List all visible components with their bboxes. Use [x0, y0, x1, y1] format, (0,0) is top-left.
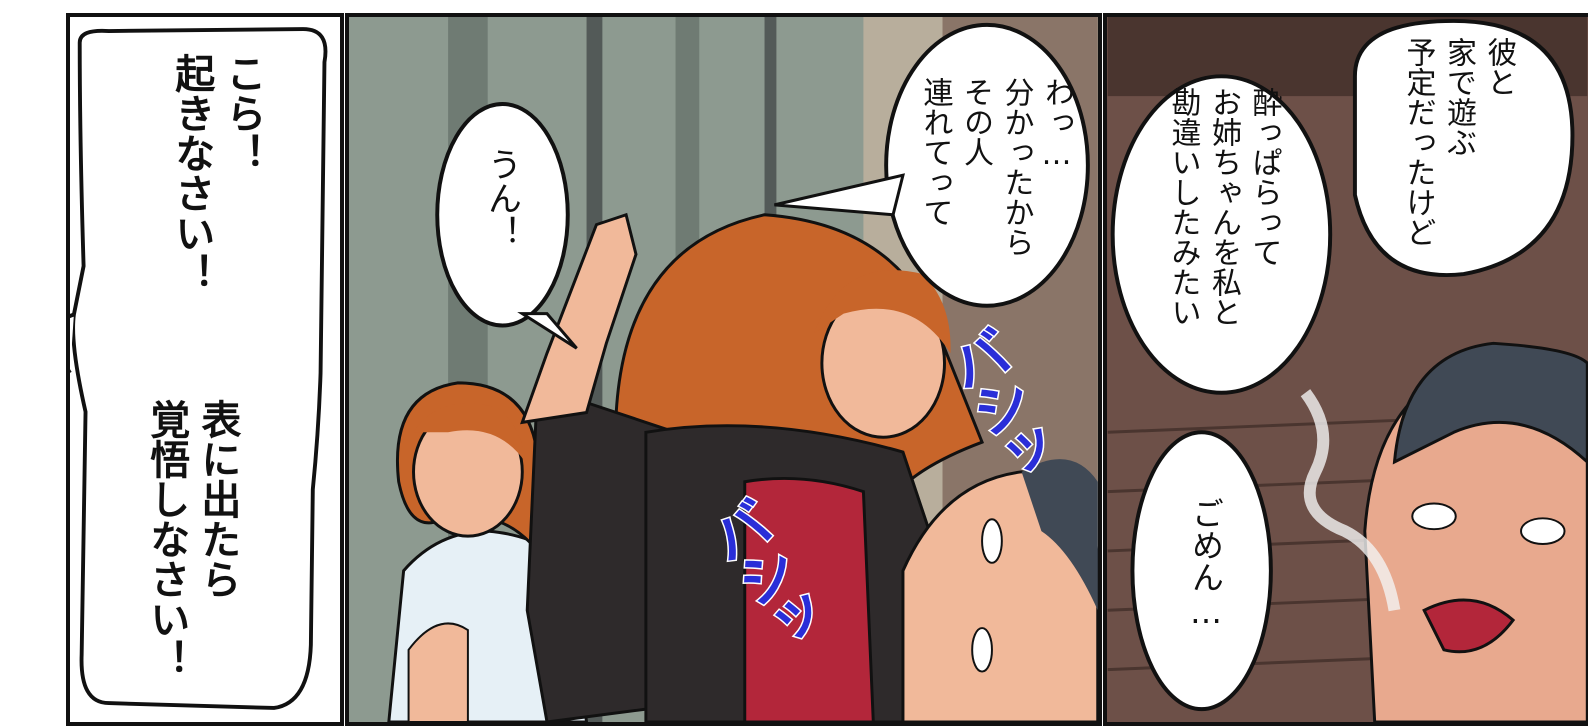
panel-right-art	[1107, 17, 1588, 722]
bubble-kora-text: こら！ 起きなさい！	[168, 53, 266, 293]
bubble-omote-text: 表に出たら 覚悟しなさい！	[143, 399, 241, 679]
speech-bubble-left	[71, 27, 328, 710]
speech-bubble-kare	[1352, 18, 1575, 277]
bubble-gomen-text: ごめん…	[1186, 497, 1225, 631]
bubble-un-text: うん！	[481, 147, 522, 249]
bubble-kare-text: 彼と 家で遊ぶ 予定だったけど	[1400, 37, 1517, 247]
panel-middle-art	[349, 17, 1098, 722]
man-lying-figure	[901, 459, 1098, 722]
speech-bubble-wa	[884, 22, 1090, 308]
panel-left-art	[70, 27, 328, 710]
man-drunk-figure	[1363, 341, 1588, 722]
panel-left: こら！ 起きなさい！ 表に出たら 覚悟しなさい！	[66, 13, 344, 726]
bubble-wa-text: わっ… 分かったから その人 連れてって	[917, 77, 1075, 257]
speech-bubble-gomen	[1130, 430, 1273, 712]
panel-middle: うん！ わっ… 分かったから その人 連れてって バシッ バシッ	[345, 13, 1102, 726]
speech-bubble-yoppa	[1110, 74, 1333, 395]
panel-right: 彼と 家で遊ぶ 予定だったけど 酔っぱらって お姉ちゃんを私と 勘違いしたみたい…	[1103, 13, 1588, 726]
woman-center-figure	[520, 212, 985, 722]
bubble-yoppa-text: 酔っぱらって お姉ちゃんを私と 勘違いしたみたい	[1165, 87, 1282, 327]
speech-bubble-un	[435, 102, 570, 328]
